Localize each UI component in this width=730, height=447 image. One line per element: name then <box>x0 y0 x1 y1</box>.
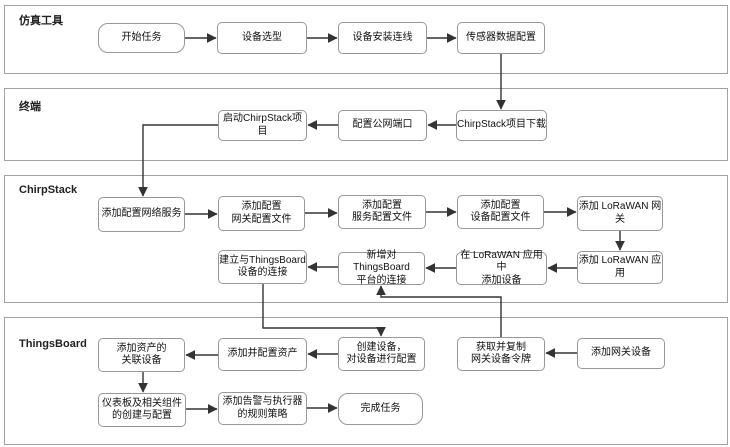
flow-node-asset-related-device: 添加资产的 关联设备 <box>98 338 185 372</box>
flow-node-finish-task: 完成任务 <box>338 393 423 425</box>
flow-node-add-config-asset: 添加并配置资产 <box>218 338 307 371</box>
flow-node-start-task: 开始任务 <box>98 23 185 53</box>
flow-node-network-service: 添加配置网络服务 <box>98 197 185 232</box>
flow-node-alarm-rule-policy: 添加告警与执行器 的规则策略 <box>218 392 307 425</box>
lane-label-chirpstack: ChirpStack <box>19 184 78 196</box>
flow-node-sensor-data-config: 传感器数据配置 <box>457 22 545 54</box>
flow-node-public-port-config: 配置公网端口 <box>338 110 427 141</box>
lane-label-simulation-tool: 仿真工具 <box>19 15 63 27</box>
flow-node-add-lorawan-gateway: 添加 LoRaWAN 网关 <box>577 196 663 231</box>
flow-node-tb-platform-connect: 新增对ThingsBoard 平台的连接 <box>338 250 425 286</box>
flow-node-device-selection: 设备选型 <box>217 22 307 54</box>
lane-label-terminal: 终端 <box>19 101 41 113</box>
flow-node-add-lorawan-app: 添加 LoRaWAN 应用 <box>577 251 663 284</box>
flow-node-add-device-in-app: 在 LoRaWAN 应用中 添加设备 <box>456 250 547 286</box>
flow-node-create-device: 创建设备， 对设备进行配置 <box>338 337 425 371</box>
flow-node-tb-device-connect: 建立与ThingsBoard 设备的连接 <box>218 250 307 284</box>
flow-node-add-gateway-device: 添加网关设备 <box>577 338 665 369</box>
flow-node-start-chirpstack: 启动ChirpStack项目 <box>218 110 307 141</box>
flow-node-dashboard-config: 仪表板及相关组件 的创建与配置 <box>98 393 186 427</box>
lane-terminal: 终端 <box>4 88 728 161</box>
flow-node-service-profile: 添加配置 服务配置文件 <box>338 195 426 229</box>
flow-node-gateway-profile: 添加配置 网关配置文件 <box>218 196 305 231</box>
lane-label-thingsboard: ThingsBoard <box>19 338 87 350</box>
flow-node-copy-gateway-token: 获取并复制 网关设备令牌 <box>457 337 545 371</box>
flow-node-device-profile: 添加配置 设备配置文件 <box>457 195 544 229</box>
flow-node-device-install: 设备安装连线 <box>338 22 427 54</box>
flow-node-chirpstack-download: ChirpStack项目下载 <box>456 110 547 141</box>
